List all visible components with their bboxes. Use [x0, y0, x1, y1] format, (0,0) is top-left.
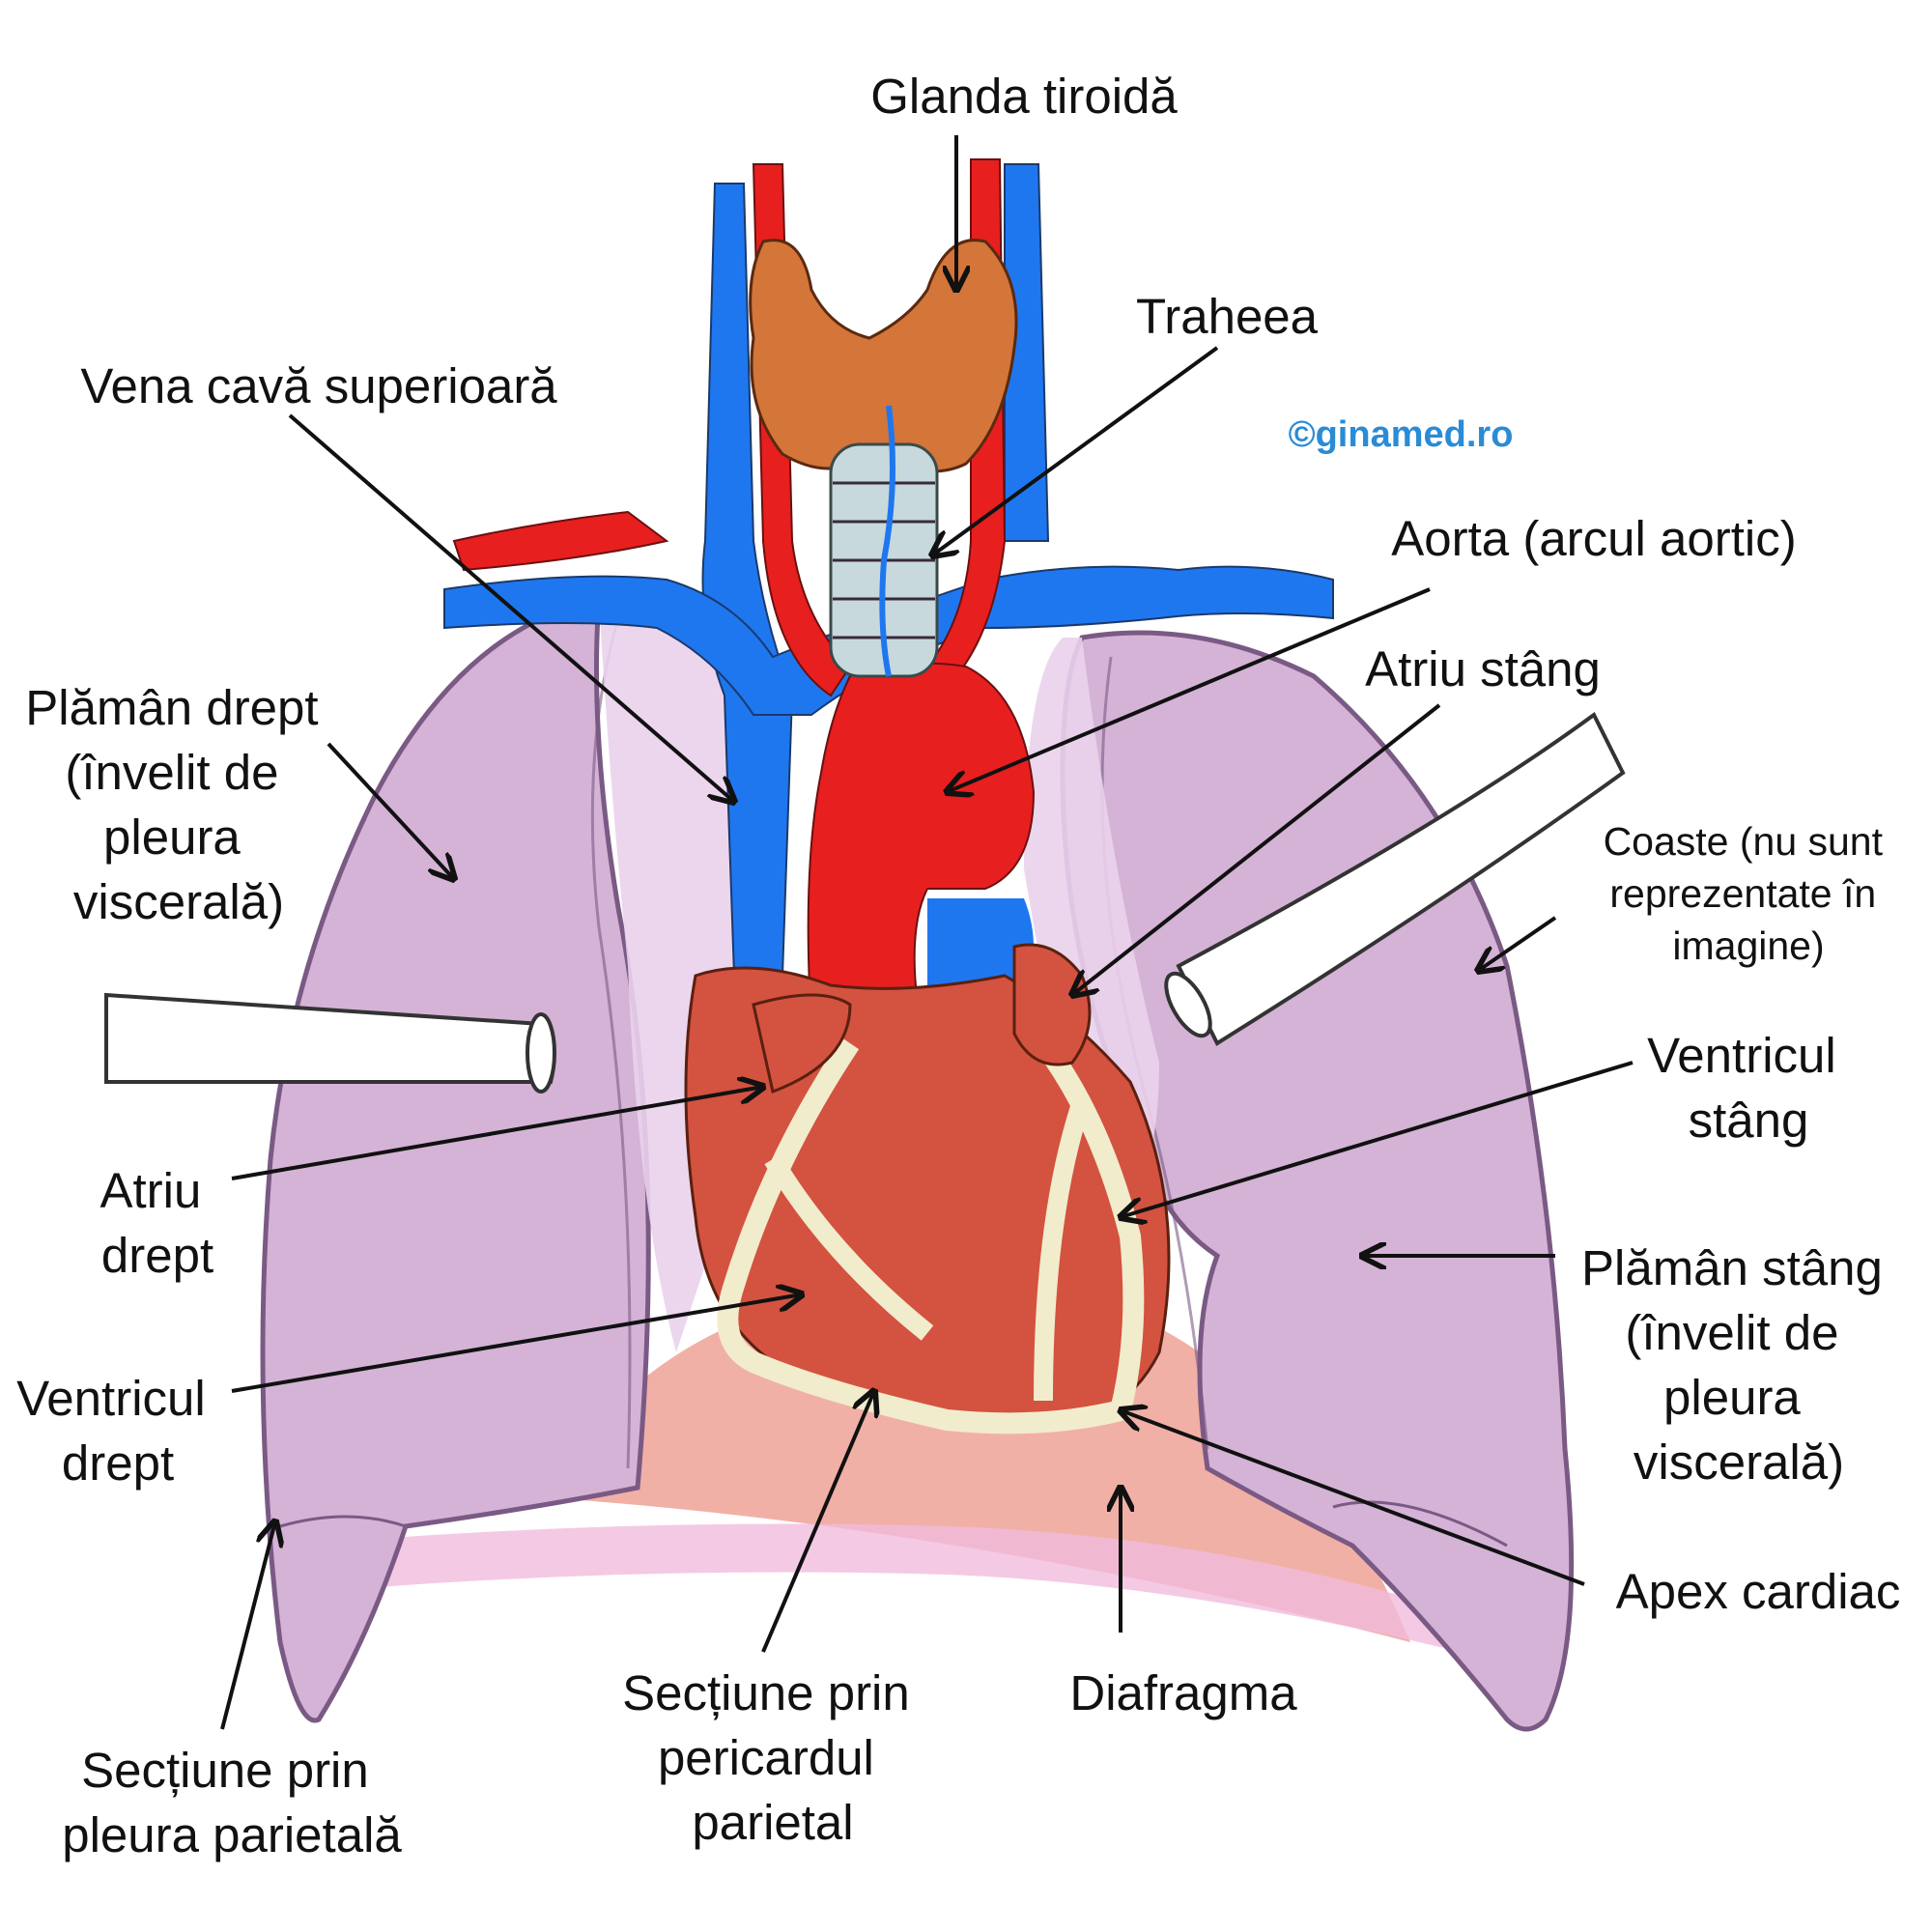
label-plaman-drept: Plămân drept (învelit de pleura visceral…	[25, 680, 332, 929]
leader-lines	[220, 135, 1634, 1730]
label-pleura-parietala: Secțiune prin pleura parietală	[62, 1743, 402, 1862]
label-atriu-stang: Atriu stâng	[1365, 641, 1601, 696]
rib-stubs	[104, 711, 1626, 1094]
label-plaman-stang: Plămân stâng (învelit de pleura visceral…	[1581, 1240, 1896, 1490]
label-pericard: Secțiune prin pericardul parietal	[622, 1665, 923, 1850]
thyroid-gland	[749, 239, 1018, 473]
label-apex: Apex cardiac	[1616, 1564, 1901, 1619]
label-traheea: Traheea	[1136, 289, 1319, 344]
label-ventricul-stang: Ventricul stâng	[1647, 1028, 1850, 1148]
label-ventricul-drept: Ventricul drept	[16, 1371, 219, 1491]
label-vena-cava: Vena cavă superioară	[80, 358, 557, 413]
labels: Glanda tiroidă Traheea Vena cavă superio…	[16, 69, 1900, 1862]
watermark: ©ginamed.ro	[1289, 414, 1514, 455]
label-coaste: Coaste (nu sunt reprezentate în imagine)	[1604, 819, 1894, 968]
heart	[684, 943, 1171, 1435]
label-diafragma: Diafragma	[1069, 1665, 1297, 1720]
label-atriu-drept: Atriu drept	[99, 1163, 214, 1283]
label-glanda-tiroida: Glanda tiroidă	[870, 69, 1178, 124]
trachea	[829, 405, 939, 678]
label-aorta: Aorta (arcul aortic)	[1391, 511, 1796, 566]
